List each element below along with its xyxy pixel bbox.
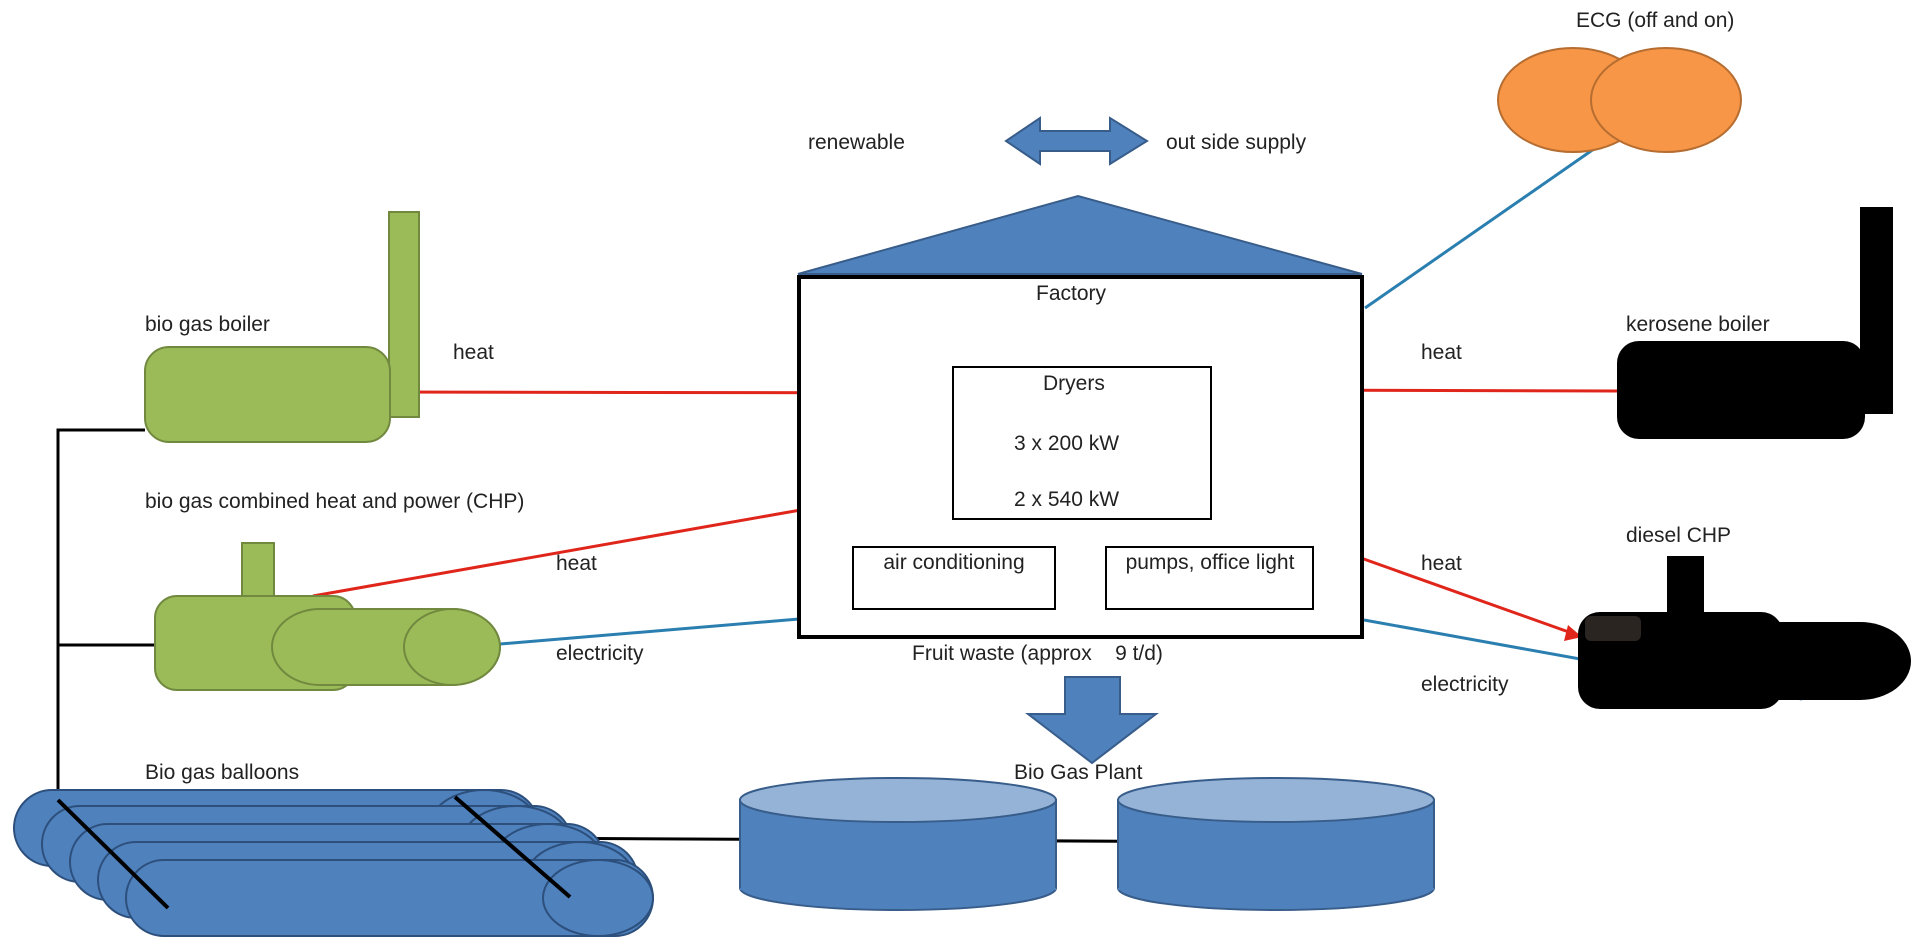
renewable-label: renewable	[808, 131, 905, 154]
diesel-chp-label: diesel CHP	[1626, 524, 1732, 547]
bio-gas-boiler-icon	[144, 211, 420, 443]
gas-pipe-trunk	[56, 428, 145, 800]
electricity-line-ecg	[1364, 133, 1615, 310]
ecg-label: ECG (off and on)	[1576, 9, 1735, 32]
kerosene-boiler-label: kerosene boiler	[1626, 313, 1770, 336]
heat-label-right-mid: heat	[1421, 552, 1462, 575]
diesel-chp-icon	[1578, 556, 1911, 709]
bio-gas-boiler-label: bio gas boiler	[145, 313, 270, 336]
bio-gas-plant-tank-right	[1117, 777, 1435, 911]
pumps-box	[1105, 546, 1314, 610]
bio-gas-plant-tank-left	[739, 777, 1057, 911]
bio-gas-chp-label: bio gas combined heat and power (CHP)	[145, 490, 525, 513]
bio-gas-balloons-label: Bio gas balloons	[145, 761, 300, 784]
dryers-label: Dryers	[1043, 372, 1105, 395]
double-arrow-icon	[1004, 116, 1149, 166]
air-conditioning-box	[852, 546, 1056, 610]
factory-label: Factory	[1036, 282, 1107, 305]
dryers-capacity-2: 2 x 540 kW	[1014, 488, 1120, 511]
electricity-label-right: electricity	[1421, 673, 1509, 696]
pumps-office-light-label: pumps, office light	[1125, 551, 1295, 574]
air-conditioning-label: air conditioning	[883, 551, 1025, 574]
fruit-waste-label: Fruit waste (approx 9 t/d)	[912, 642, 1163, 665]
bio-gas-chp-icon	[154, 542, 501, 691]
factory-roof	[797, 194, 1363, 275]
ecg-grid-icon	[1497, 47, 1742, 153]
bio-gas-balloons-icon	[13, 789, 654, 937]
down-arrow-icon	[1025, 676, 1159, 765]
balloon-pipes	[56, 795, 572, 910]
heat-label-left-mid: heat	[556, 552, 597, 575]
outside-supply-label: out side supply	[1166, 131, 1307, 154]
kerosene-boiler-icon	[1617, 207, 1893, 439]
dryers-box	[952, 366, 1212, 520]
heat-label-right-top: heat	[1421, 341, 1462, 364]
electricity-label-left: electricity	[556, 642, 644, 665]
heat-arrowhead	[1564, 625, 1582, 641]
electricity-line-biogas-chp	[499, 617, 800, 646]
heat-label-left-top: heat	[453, 341, 494, 364]
dryers-capacity-1: 3 x 200 kW	[1014, 432, 1120, 455]
bio-gas-plant-label: Bio Gas Plant	[1014, 761, 1143, 784]
